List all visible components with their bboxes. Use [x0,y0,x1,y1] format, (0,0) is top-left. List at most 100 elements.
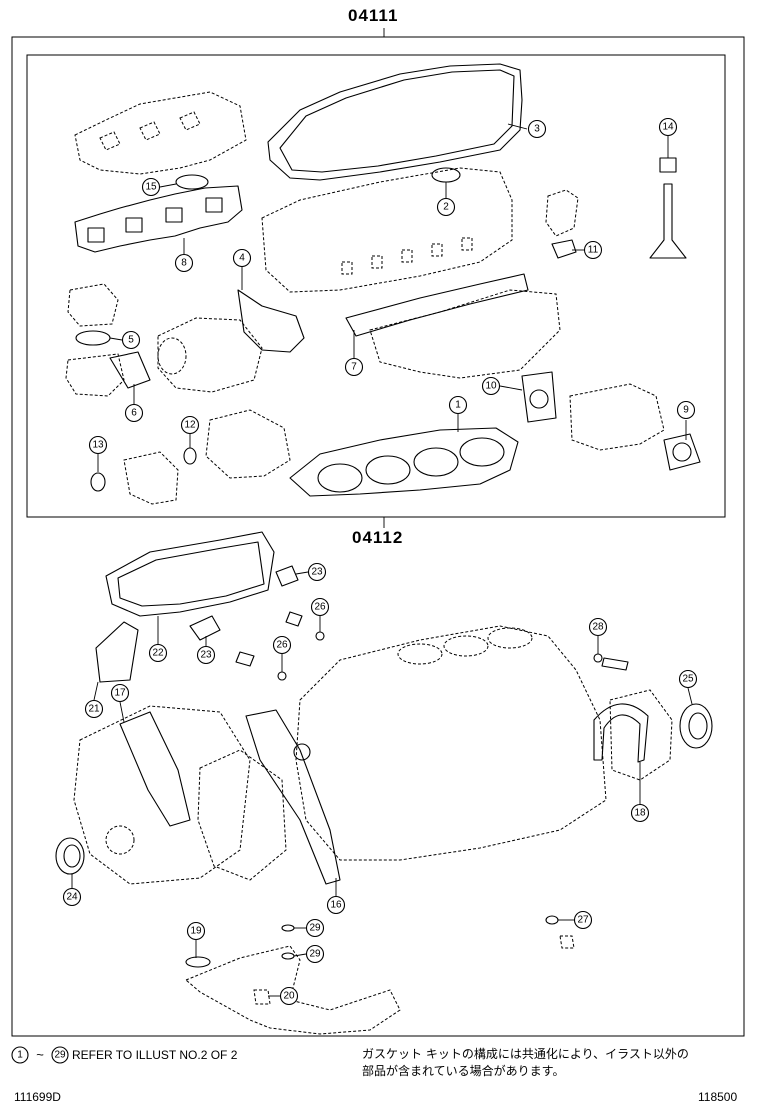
oil-pan-gasket [105,531,275,617]
callout-13: 13 [88,435,108,455]
callout-13-label: 13 [92,440,104,451]
timing-cover-drawing [73,705,251,885]
callout-23a: 23 [307,562,327,582]
bolt-26b [235,651,255,667]
callout-10: 10 [481,376,501,396]
callout-22: 22 [148,643,168,663]
callout-6-label: 6 [131,408,137,419]
intake-manifold-gasket [345,273,529,337]
block-bore-3 [487,627,533,649]
callout-29a: 29 [305,918,325,938]
water-pump-pulley [157,337,187,375]
callout-2-label: 2 [443,202,449,213]
callout-12-label: 12 [184,420,196,431]
timing-case-gasket [245,709,341,885]
callout-4-label: 4 [239,253,245,264]
small-gasket-23b [189,615,221,641]
cylinder-head-ports [341,237,473,275]
footer-note-jp: ガスケット キットの構成には共通化により、イラスト以外の 部品が含まれている場合… [362,1046,752,1080]
rear-oil-seal-outer [679,703,713,749]
callout-23a-label: 23 [311,567,323,578]
callout-9: 9 [676,400,696,420]
callout-23b-label: 23 [200,650,212,661]
thermostat-housing-drawing [545,189,579,237]
timing-cover-gasket-small [237,289,305,353]
block-bore-1 [397,643,443,665]
block-bore-2 [443,635,489,657]
callout-26b: 26 [272,635,292,655]
head-gasket-bore-3 [413,447,459,477]
bolt-28 [601,657,629,671]
callout-18: 18 [630,803,650,823]
callout-19-label: 19 [190,926,202,937]
callout-21: 21 [84,699,104,719]
callout-16-label: 16 [330,900,342,911]
callout-7: 7 [344,357,364,377]
oil-strainer-gasket [185,956,211,968]
gasket-9-hole [672,442,692,462]
footer-range-start-circle: 1 [11,1046,29,1064]
callout-8: 8 [174,253,194,273]
callout-24: 24 [62,887,82,907]
footer-tilde: ~ [36,1047,44,1062]
egr-gasket-hole [529,389,549,409]
callout-19: 19 [186,921,206,941]
callout-25-label: 25 [682,674,694,685]
kit-04111-frame [26,54,726,518]
oring-12 [183,447,197,465]
callout-29b-label: 29 [309,949,321,960]
callout-9-label: 9 [683,405,689,416]
rear-retainer-drawing [609,689,673,781]
drain-plug [559,935,575,949]
rear-oil-seal-inner [688,712,708,740]
footer-range-end: 29 [54,1050,66,1061]
oring-13 [90,472,106,492]
footer-note: REFER TO ILLUST NO.2 OF 2 [72,1048,238,1062]
callout-26b-label: 26 [276,640,288,651]
callout-26a-label: 26 [314,602,326,613]
head-gasket-bore-1 [317,463,363,493]
drain-plug-gasket [545,915,559,925]
callout-23b: 23 [196,645,216,665]
page-code: 118500 [698,1090,738,1104]
callout-18-label: 18 [634,808,646,819]
outer-frame [11,36,745,1037]
callout-16: 16 [326,895,346,915]
rear-seal-retainer-gasket [593,703,649,763]
gasket-16-hole [293,743,311,761]
callout-3-label: 3 [534,124,540,135]
callout-5: 5 [121,330,141,350]
callout-3: 3 [527,119,547,139]
front-plate-drawing [197,749,287,881]
egr-gasket [521,371,557,423]
washer-26b [277,671,287,681]
kit-label-04112: 04112 [352,528,404,547]
callout-2: 2 [436,197,456,217]
callout-29a-label: 29 [309,923,321,934]
bolt-26a [285,611,303,627]
callout-6: 6 [124,403,144,423]
callout-14-label: 14 [662,122,674,133]
callout-29b: 29 [305,944,325,964]
washer-28 [593,653,603,663]
footer-range-start: 1 [17,1050,23,1061]
gasket-port-holes [87,197,223,243]
exhaust-manifold-drawing [74,91,247,175]
oil-pipe-gasket-a [281,924,295,932]
callout-8-label: 8 [181,258,187,269]
cylinder-head-gasket [289,427,519,497]
callout-28: 28 [588,617,608,637]
oil-pipe-union [253,989,271,1005]
callout-17-label: 17 [114,688,126,699]
water-inlet-gasket [109,351,151,389]
callout-25: 25 [678,669,698,689]
water-outlet-gasket [551,239,577,259]
illustration-id: 111699D [14,1090,61,1104]
callout-15: 15 [141,177,161,197]
front-oil-seal-inner [63,844,81,868]
callout-24-label: 24 [66,892,78,903]
callout-4: 4 [232,248,252,268]
callout-12: 12 [180,415,200,435]
cylinder-head-drawing [261,167,513,293]
callout-27-label: 27 [577,915,589,926]
